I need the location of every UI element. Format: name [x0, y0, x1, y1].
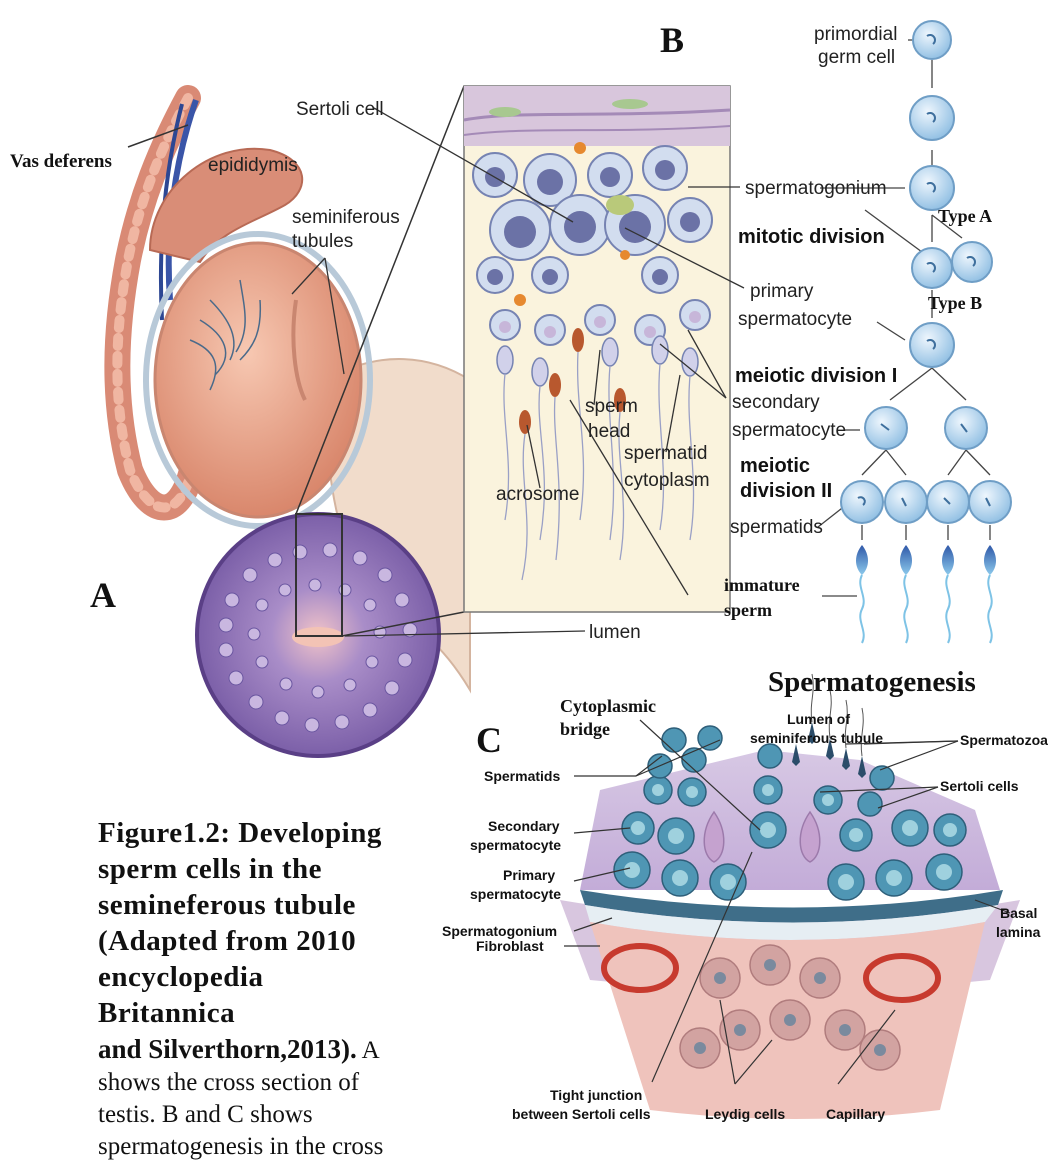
label-spermatid: spermatid [624, 443, 707, 464]
panel-b-letter: B [660, 20, 684, 60]
label-immature: immature [724, 575, 800, 595]
label-sperm-immature: sperm [724, 600, 772, 620]
label-sertoli-cell: Sertoli cell [296, 99, 384, 120]
caption-body: and Silverthorn,2013). A shows the cross… [98, 1031, 398, 1163]
label-sertoli-cells: Sertoli cells [940, 778, 1019, 794]
label-fibroblast: Fibroblast [476, 938, 544, 954]
label-secondary-spermatocyte: spermatocyte [732, 420, 846, 441]
label-primary-c: Primary [503, 867, 555, 883]
label-between-sertoli: between Sertoli cells [512, 1106, 651, 1122]
label-basal: Basal [1000, 905, 1037, 921]
caption-source: and Silverthorn,2013). [98, 1034, 357, 1064]
panel-b-flow [818, 21, 1011, 643]
label-epididymis: epididymis [208, 155, 298, 176]
label-spermatogonium: spermatogonium [745, 178, 887, 199]
label-lumen-of: Lumen of [787, 711, 850, 727]
spermatogenesis-title: Spermatogenesis [768, 666, 976, 698]
label-lamina: lamina [996, 924, 1041, 940]
label-vas-deferens: Vas deferens [10, 151, 112, 172]
label-division-ii: division II [740, 480, 832, 502]
label-cytoplasmic: Cytoplasmic [560, 696, 656, 716]
label-primordial: primordial [814, 24, 897, 45]
label-primary-spermatocyte-c: spermatocyte [470, 886, 561, 902]
label-primary: primary [750, 281, 814, 302]
label-head: head [588, 421, 630, 442]
label-tubules: tubules [292, 231, 353, 252]
label-seminiferous-tubule: seminiferous tubule [750, 730, 883, 746]
label-spermatids-c: Spermatids [484, 768, 560, 784]
label-seminiferous: seminiferous [292, 207, 400, 228]
label-sperm: sperm [585, 396, 638, 417]
label-type-a: Type A [938, 206, 992, 226]
label-bridge: bridge [560, 719, 610, 739]
label-capillary: Capillary [826, 1106, 885, 1122]
label-secondary-spermatocyte-c: spermatocyte [470, 837, 561, 853]
label-germ-cell: germ cell [818, 47, 895, 68]
panel-c-letter: C [476, 720, 502, 760]
label-tight-junction: Tight junction [550, 1087, 642, 1103]
label-meiotic-division-i: meiotic division I [735, 365, 897, 387]
label-type-b: Type B [928, 293, 982, 313]
label-meiotic: meiotic [740, 455, 810, 477]
panel-a-letter: A [90, 575, 116, 615]
label-spermatids: spermatids [730, 517, 823, 538]
label-primary-spermatocyte: spermatocyte [738, 309, 852, 330]
figure-caption: Figure1.2: Developing sperm cells in the… [98, 815, 398, 1163]
panel-a-illustration [117, 86, 470, 756]
label-secondary-c: Secondary [488, 818, 560, 834]
label-cytoplasm: cytoplasm [624, 470, 710, 491]
label-mitotic-division: mitotic division [738, 226, 885, 248]
label-spermatozoa: Spermatozoa [960, 732, 1048, 748]
label-spermatogonium-c: Spermatogonium [442, 923, 557, 939]
caption-bold-part: Figure1.2: Developing sperm cells in the… [98, 815, 398, 1031]
label-lumen: lumen [589, 622, 641, 643]
label-secondary: secondary [732, 392, 820, 413]
panel-b-inset [464, 86, 730, 612]
label-leydig-cells: Leydig cells [705, 1106, 785, 1122]
label-acrosome: acrosome [496, 484, 579, 505]
